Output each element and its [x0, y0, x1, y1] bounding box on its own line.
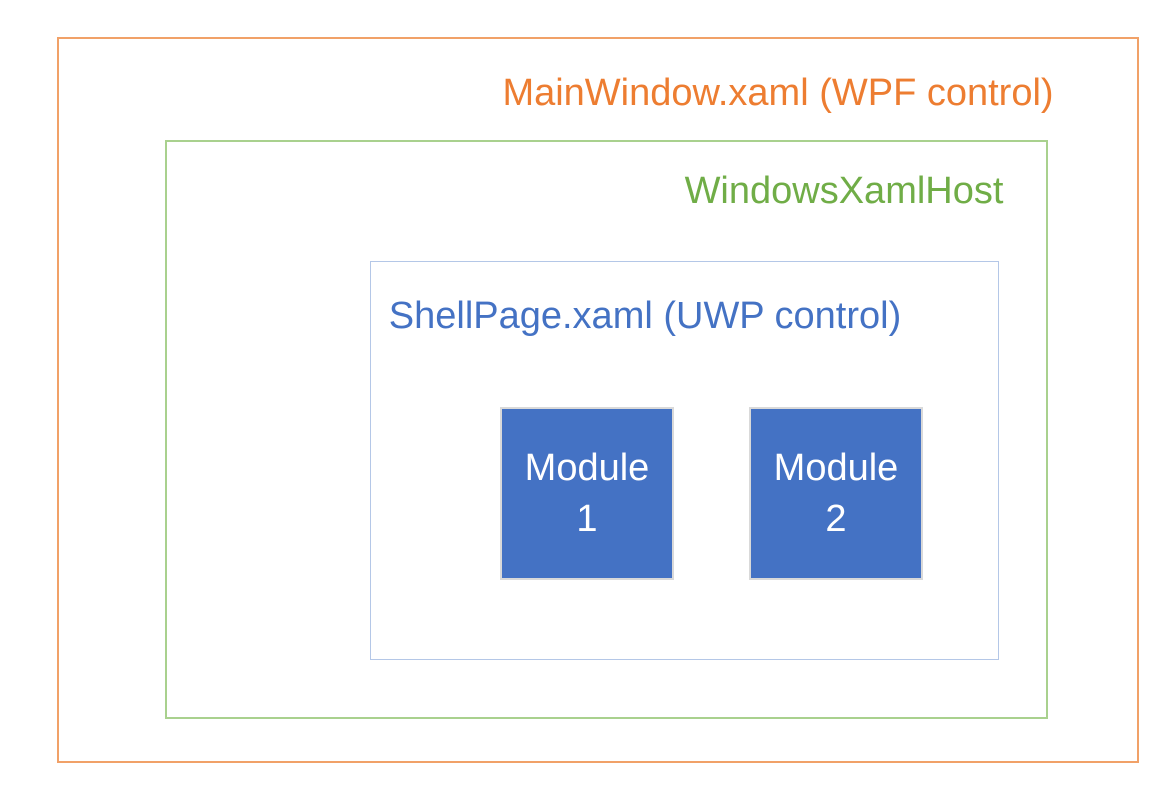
- module-2-label-line1: Module: [773, 447, 899, 490]
- windowsxamlhost-label: WindowsXamlHost: [684, 170, 1004, 212]
- module-2-label-line2: 2: [825, 497, 847, 540]
- shellpage-box: ShellPage.xaml (UWP control) Module 1 Mo…: [370, 261, 999, 660]
- mainwindow-label: MainWindow.xaml (WPF control): [502, 72, 1054, 114]
- shellpage-label: ShellPage.xaml (UWP control): [388, 295, 902, 337]
- module-2-box: Module 2: [749, 407, 923, 580]
- mainwindow-box: MainWindow.xaml (WPF control) WindowsXam…: [57, 37, 1139, 763]
- module-1-label-line1: Module: [524, 447, 650, 490]
- module-1-box: Module 1: [500, 407, 674, 580]
- module-1-label-line2: 1: [576, 497, 598, 540]
- windowsxamlhost-box: WindowsXamlHost ShellPage.xaml (UWP cont…: [165, 140, 1048, 719]
